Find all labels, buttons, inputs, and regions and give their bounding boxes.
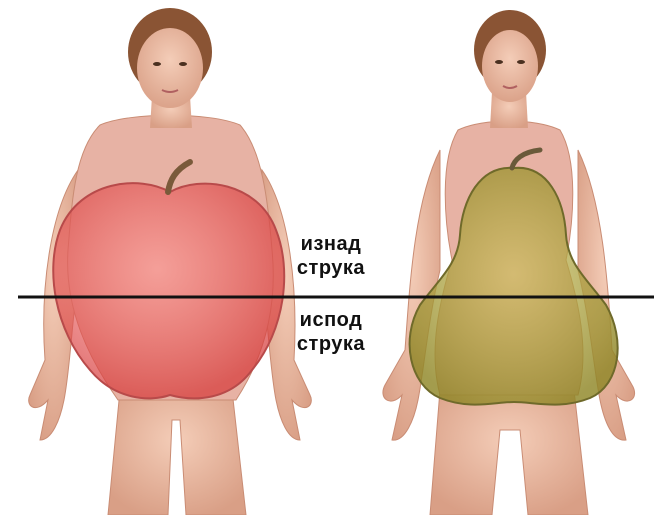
left-figure-face (137, 28, 203, 108)
right-figure-eye-right (517, 60, 525, 64)
left-figure-eye-right (179, 62, 187, 66)
left-figure (29, 8, 312, 515)
label-above-waist-line2: струка (271, 256, 391, 280)
right-figure-legs (430, 390, 588, 515)
right-figure-face (482, 30, 538, 102)
apple-shape (53, 183, 284, 398)
label-below-waist: испод струка (271, 308, 391, 356)
right-figure-eye-left (495, 60, 503, 64)
label-above-waist: изнад струка (271, 232, 391, 280)
label-below-waist-line2: струка (271, 332, 391, 356)
label-below-waist-line1: испод (271, 308, 391, 332)
label-above-waist-line1: изнад (271, 232, 391, 256)
left-figure-legs (108, 390, 246, 515)
left-figure-eye-left (153, 62, 161, 66)
right-figure (383, 10, 635, 515)
